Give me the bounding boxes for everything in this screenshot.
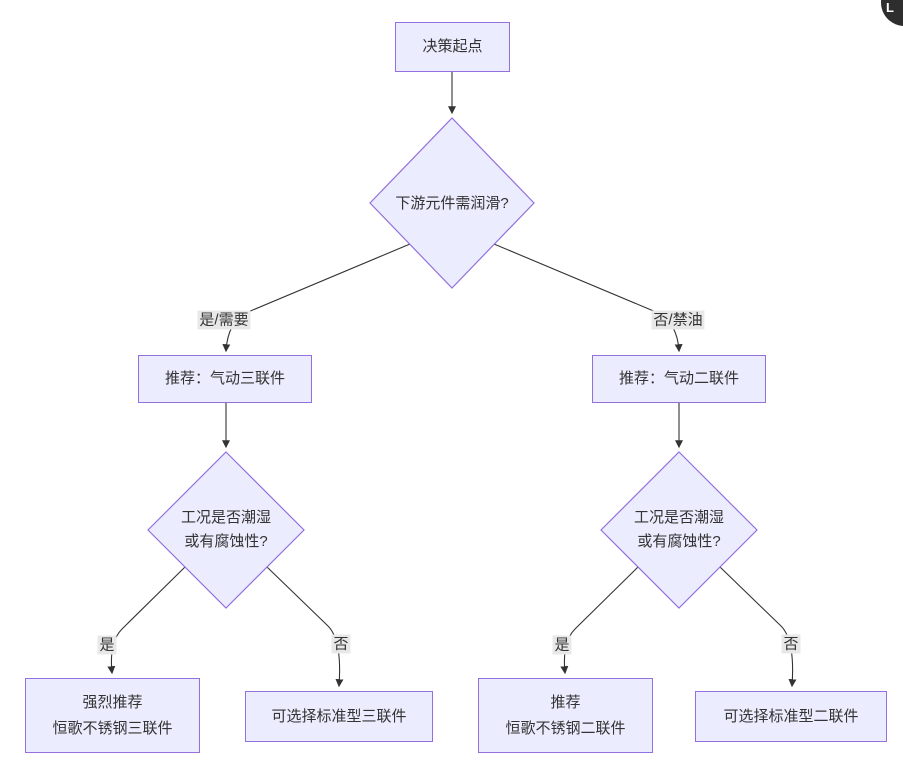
edge-label-no-right: 否 bbox=[781, 634, 801, 654]
diamond-lubrication-text: 下游元件需润滑? bbox=[395, 195, 509, 212]
diamond-wet-left-label: 工况是否潮湿 或有腐蚀性? bbox=[181, 506, 271, 554]
decision-diamond-lubrication bbox=[369, 117, 535, 289]
node-strong-recommend-ss3: 强烈推荐 恒歌不锈钢三联件 bbox=[25, 678, 200, 753]
node-start-label: 决策起点 bbox=[422, 38, 483, 55]
node-recommend-ss2-line2: 恒歌不锈钢二联件 bbox=[505, 719, 626, 737]
edge-q2r-yes-to-ss2 bbox=[560, 566, 639, 675]
node-strong-recommend-ss3-line2: 恒歌不锈钢三联件 bbox=[52, 719, 173, 737]
edge-q2l-yes-to-ss3 bbox=[107, 566, 186, 675]
diamond-wet-right-label: 工况是否潮湿 或有腐蚀性? bbox=[634, 506, 724, 554]
node-recommend-frl2: 推荐：气动二联件 bbox=[592, 355, 766, 403]
diamond-wet-left-line2: 或有腐蚀性? bbox=[184, 533, 268, 550]
edge-label-yes-need: 是/需要 bbox=[197, 310, 251, 330]
node-recommend-frl3: 推荐：气动三联件 bbox=[138, 355, 312, 403]
decision-diamond-wet-right bbox=[600, 451, 758, 609]
node-standard2-label: 可选择标准型二联件 bbox=[723, 707, 859, 725]
diamond-wet-right-line1: 工况是否潮湿 bbox=[633, 509, 725, 526]
edge-label-no-left: 否 bbox=[331, 634, 351, 654]
node-recommend-ss2: 推荐 恒歌不锈钢二联件 bbox=[478, 678, 653, 753]
node-recommend-frl2-label: 推荐：气动二联件 bbox=[618, 370, 739, 387]
edge-label-no-oilfree: 否/禁油 bbox=[651, 310, 705, 330]
node-recommend-frl3-label: 推荐：气动三联件 bbox=[164, 370, 285, 387]
node-standard2: 可选择标准型二联件 bbox=[695, 691, 887, 742]
node-recommend-ss2-line1: 推荐 bbox=[550, 693, 581, 711]
edge-q1-yes-to-rec3 bbox=[222, 243, 411, 353]
edge-label-yes-right: 是 bbox=[552, 635, 572, 655]
corner-button-glyph: L bbox=[886, 0, 894, 15]
edge-q1-no-to-rec2 bbox=[493, 243, 683, 353]
node-strong-recommend-ss3-line1: 强烈推荐 bbox=[82, 693, 143, 711]
diamond-lubrication-label: 下游元件需润滑? bbox=[395, 192, 508, 216]
node-standard3: 可选择标准型三联件 bbox=[245, 691, 433, 742]
diamond-wet-right-line2: 或有腐蚀性? bbox=[637, 533, 721, 550]
edge-q2r-no-to-std2 bbox=[719, 566, 797, 688]
decision-diamond-wet-left bbox=[147, 451, 305, 609]
diamond-wet-left-line1: 工况是否潮湿 bbox=[180, 509, 272, 526]
edge-q2l-no-to-std3 bbox=[266, 566, 344, 688]
edge-label-yes-left: 是 bbox=[97, 635, 117, 655]
node-standard3-label: 可选择标准型三联件 bbox=[271, 707, 407, 725]
node-start: 决策起点 bbox=[395, 22, 510, 72]
